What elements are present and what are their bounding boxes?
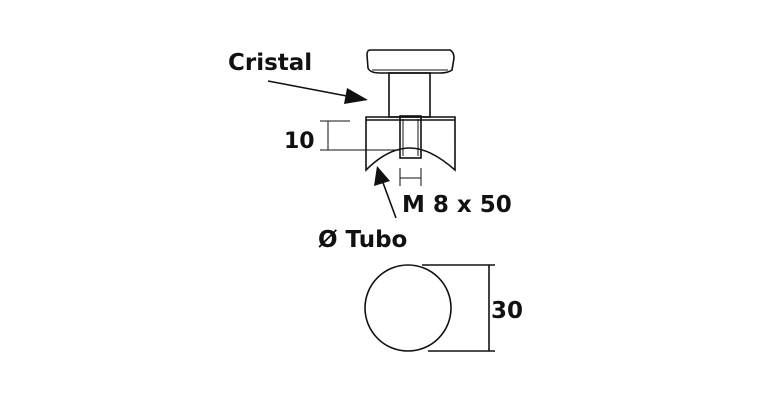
material-label: Cristal [228, 50, 312, 76]
height-dimension: 10 [284, 120, 400, 154]
top-view: 30 [364, 264, 523, 352]
thread-dimension: M 8 x 50 [399, 168, 512, 218]
bolt [399, 115, 422, 159]
tube-label: Ø Tubo [318, 227, 407, 253]
thread-label: M 8 x 50 [402, 192, 512, 218]
height-dim-label: 10 [284, 129, 315, 154]
material-arrow [267, 80, 368, 104]
tube-arrow [374, 166, 397, 219]
cap-circle [364, 264, 452, 352]
cap [366, 49, 455, 74]
side-view [365, 49, 456, 172]
base-block [365, 116, 456, 172]
stem [388, 72, 431, 118]
diameter-dim-label: 30 [491, 298, 523, 324]
